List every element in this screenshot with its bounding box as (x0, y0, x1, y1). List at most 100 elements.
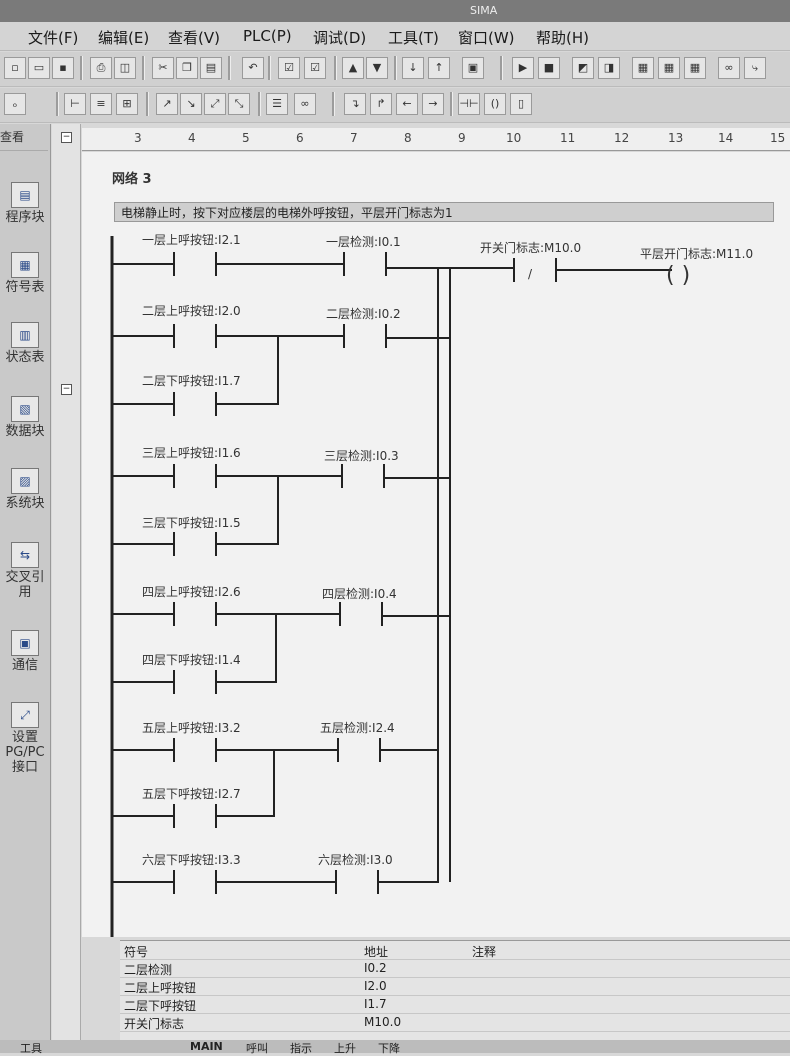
run-icon[interactable]: ▶ (512, 57, 534, 79)
nav-symbol-table[interactable]: ▦ 符号表 (0, 252, 50, 295)
coil-icon[interactable]: () (484, 93, 506, 115)
table-row[interactable]: 开关门标志 M10.0 (120, 1013, 790, 1032)
sort-descending-icon[interactable]: ↑ (428, 57, 450, 79)
tab-main[interactable]: MAIN (190, 1040, 223, 1053)
menu-window[interactable]: 窗口(W) (458, 29, 515, 47)
rung-3[interactable]: 三层上呼按钮:I1.6 三层下呼按钮:I1.5 三层检测:I0.3 (112, 445, 450, 556)
print-icon[interactable]: ⎙ (90, 57, 112, 79)
contact-label: 四层上呼按钮:I2.6 (142, 584, 241, 599)
remove-bookmarks-icon[interactable]: ⤡ (228, 93, 250, 115)
force-icon[interactable]: ∞ (718, 57, 740, 79)
download-icon[interactable]: ▼ (366, 57, 388, 79)
ruler-mark: 14 (718, 131, 734, 145)
nav-pgpc-interface[interactable]: ⤢ 设置PG/PC接口 (0, 702, 50, 775)
poe-comment-icon[interactable]: ☰ (266, 93, 288, 115)
rung-5[interactable]: 五层上呼按钮:I3.2 五层下呼按钮:I2.7 五层检测:I2.4 (112, 720, 438, 828)
nav-data-block[interactable]: ▧ 数据块 (0, 396, 50, 439)
nav-cross-reference[interactable]: ⇆ 交叉引用 (0, 542, 50, 600)
upload-icon[interactable]: ▲ (342, 57, 364, 79)
insert-network-icon[interactable]: ↗ (156, 93, 178, 115)
cut-icon[interactable]: ✂ (152, 57, 174, 79)
ladder-editor[interactable]: 网络 3 电梯静止时，按下对应楼层的电梯外呼按钮，平层开门标志为1 一层上呼按钮… (82, 152, 790, 937)
collapse-toggle[interactable]: − (61, 384, 72, 395)
tab-up[interactable]: 上升 (334, 1042, 356, 1055)
line-left-icon[interactable]: ← (396, 93, 418, 115)
line-down-icon[interactable]: ↴ (344, 93, 366, 115)
symbol-table-header: 符号 地址 注释 (120, 941, 790, 960)
output-branch[interactable]: 开关门标志:M10.0 平层开门标志:M11.0 / ( ) (450, 240, 753, 288)
ruler-mark: 10 (506, 131, 522, 145)
toolbar-separator (258, 92, 261, 116)
fbd-view-icon[interactable]: ⊞ (116, 93, 138, 115)
stl-view-icon[interactable]: ≡ (90, 93, 112, 115)
contact-label: 一层检测:I0.1 (326, 234, 401, 249)
ladder-diagram[interactable]: 一层上呼按钮:I2.1 一层检测:I0.1 开关门标志:M10.0 平层开门标志… (82, 152, 790, 937)
contact-line (112, 738, 438, 828)
compile-all-icon[interactable]: ☑ (304, 57, 326, 79)
open-icon[interactable]: ▭ (28, 57, 50, 79)
box-icon[interactable]: ▯ (510, 93, 532, 115)
toolbar-separator (500, 56, 503, 80)
negated-contact-slash: / (528, 267, 533, 281)
table-row[interactable]: 二层下呼按钮 I1.7 (120, 995, 790, 1014)
menu-plc[interactable]: PLC(P) (243, 27, 292, 45)
menu-help[interactable]: 帮助(H) (536, 29, 589, 47)
copy-icon[interactable]: ❐ (176, 57, 198, 79)
symbol-addressing-icon[interactable]: ∞ (294, 93, 316, 115)
line-up-icon[interactable]: ↱ (370, 93, 392, 115)
menu-view[interactable]: 查看(V) (168, 29, 220, 47)
tab-call[interactable]: 呼叫 (246, 1042, 268, 1055)
network-icon[interactable]: ₒ (4, 93, 26, 115)
write-all-icon[interactable]: ▦ (684, 57, 706, 79)
line-right-icon[interactable]: → (422, 93, 444, 115)
program-status-icon[interactable]: ◩ (572, 57, 594, 79)
toolbar-separator (142, 56, 145, 80)
unforce-icon[interactable]: ⤷ (744, 57, 766, 79)
stop-icon[interactable]: ■ (538, 57, 560, 79)
nav-program-block[interactable]: ▤ 程序块 (0, 182, 50, 225)
monitor-icon[interactable]: ▦ (632, 57, 654, 79)
nav-status-table[interactable]: ▥ 状态表 (0, 322, 50, 365)
contact-line (112, 252, 452, 276)
collapse-toggle[interactable]: − (61, 132, 72, 143)
menu-file[interactable]: 文件(F) (28, 29, 79, 47)
table-row[interactable]: 二层检测 I0.2 (120, 959, 790, 978)
options-icon[interactable]: ▣ (462, 57, 484, 79)
table-row[interactable]: 二层上呼按钮 I2.0 (120, 977, 790, 996)
rung-2[interactable]: 二层上呼按钮:I2.0 二层下呼按钮:I1.7 二层检测:I0.2 (112, 303, 450, 416)
rung-6[interactable]: 六层下呼按钮:I3.3 六层检测:I3.0 (112, 268, 439, 894)
contact-line (112, 464, 450, 556)
paste-icon[interactable]: ▤ (200, 57, 222, 79)
undo-icon[interactable]: ↶ (242, 57, 264, 79)
delete-network-icon[interactable]: ↘ (180, 93, 202, 115)
contact-label: 四层下呼按钮:I1.4 (142, 652, 241, 667)
nav-communication[interactable]: ▣ 通信 (0, 630, 50, 673)
preview-icon[interactable]: ◫ (114, 57, 136, 79)
menu-debug[interactable]: 调试(D) (313, 29, 367, 47)
contact-icon[interactable]: ⊣⊢ (458, 93, 480, 115)
output-coil: ( ) (666, 263, 690, 288)
ladder-view-icon[interactable]: ⊢ (64, 93, 86, 115)
menu-edit[interactable]: 编辑(E) (98, 29, 150, 47)
symbol-cell: 开关门标志 (124, 1017, 185, 1031)
compile-icon[interactable]: ☑ (278, 57, 300, 79)
toggle-bookmark-icon[interactable]: ⤢ (204, 93, 226, 115)
rung-4[interactable]: 四层上呼按钮:I2.6 四层下呼按钮:I1.4 四层检测:I0.4 (112, 584, 450, 694)
trend-view-icon[interactable]: ◨ (598, 57, 620, 79)
pgpc-interface-icon: ⤢ (11, 702, 39, 728)
nav-system-block[interactable]: ▨ 系统块 (0, 468, 50, 511)
tab-down[interactable]: 下降 (378, 1042, 400, 1055)
data-block-icon: ▧ (11, 396, 39, 422)
sort-ascending-icon[interactable]: ↓ (402, 57, 424, 79)
new-icon[interactable]: ▫ (4, 57, 26, 79)
tab-indicator[interactable]: 指示 (290, 1042, 312, 1055)
tab-tools[interactable]: 工具 (20, 1042, 42, 1055)
ruler-mark: 7 (350, 131, 358, 145)
network-comment[interactable]: 电梯静止时，按下对应楼层的电梯外呼按钮，平层开门标志为1 (114, 202, 774, 222)
ruler-mark: 6 (296, 131, 304, 145)
rung-1[interactable]: 一层上呼按钮:I2.1 一层检测:I0.1 (112, 232, 452, 276)
save-icon[interactable]: ▪ (52, 57, 74, 79)
single-read-icon[interactable]: ▦ (658, 57, 680, 79)
menu-tools[interactable]: 工具(T) (388, 29, 439, 47)
toolbar-separator (394, 56, 397, 80)
